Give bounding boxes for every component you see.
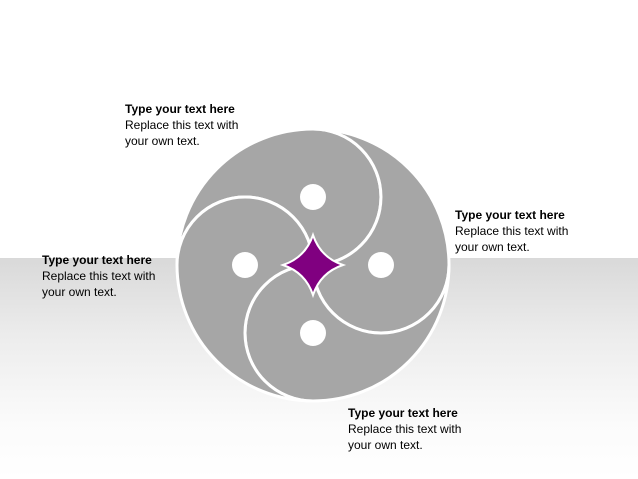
callout-bottom-line2: your own text. — [348, 438, 423, 452]
segment-left[interactable] — [175, 195, 315, 403]
callout-right-line1: Replace this text with — [455, 224, 569, 238]
segment-holes — [232, 184, 394, 346]
callout-left-line2: your own text. — [42, 285, 117, 299]
callout-top-line2: your own text. — [125, 134, 200, 148]
callout-right-line2: your own text. — [455, 240, 530, 254]
callout-right[interactable]: Type your text here Replace this text wi… — [455, 207, 605, 255]
callout-bottom[interactable]: Type your text here Replace this text wi… — [348, 405, 498, 453]
segment-left-hole — [232, 252, 258, 278]
callout-top[interactable]: Type your text here Replace this text wi… — [125, 101, 275, 149]
callout-bottom-line1: Replace this text with — [348, 422, 462, 436]
pinwheel-segments — [175, 127, 451, 403]
segment-bottom-hole — [300, 320, 326, 346]
callout-left-line1: Replace this text with — [42, 269, 156, 283]
callout-top-line1: Replace this text with — [125, 118, 239, 132]
callout-left[interactable]: Type your text here Replace this text wi… — [42, 252, 192, 300]
callout-top-heading: Type your text here — [125, 102, 235, 116]
center-shape[interactable] — [279, 231, 347, 299]
segment-top-hole — [300, 184, 326, 210]
callout-bottom-heading: Type your text here — [348, 406, 458, 420]
callout-right-heading: Type your text here — [455, 208, 565, 222]
segment-right-hole — [368, 252, 394, 278]
callout-left-heading: Type your text here — [42, 253, 152, 267]
